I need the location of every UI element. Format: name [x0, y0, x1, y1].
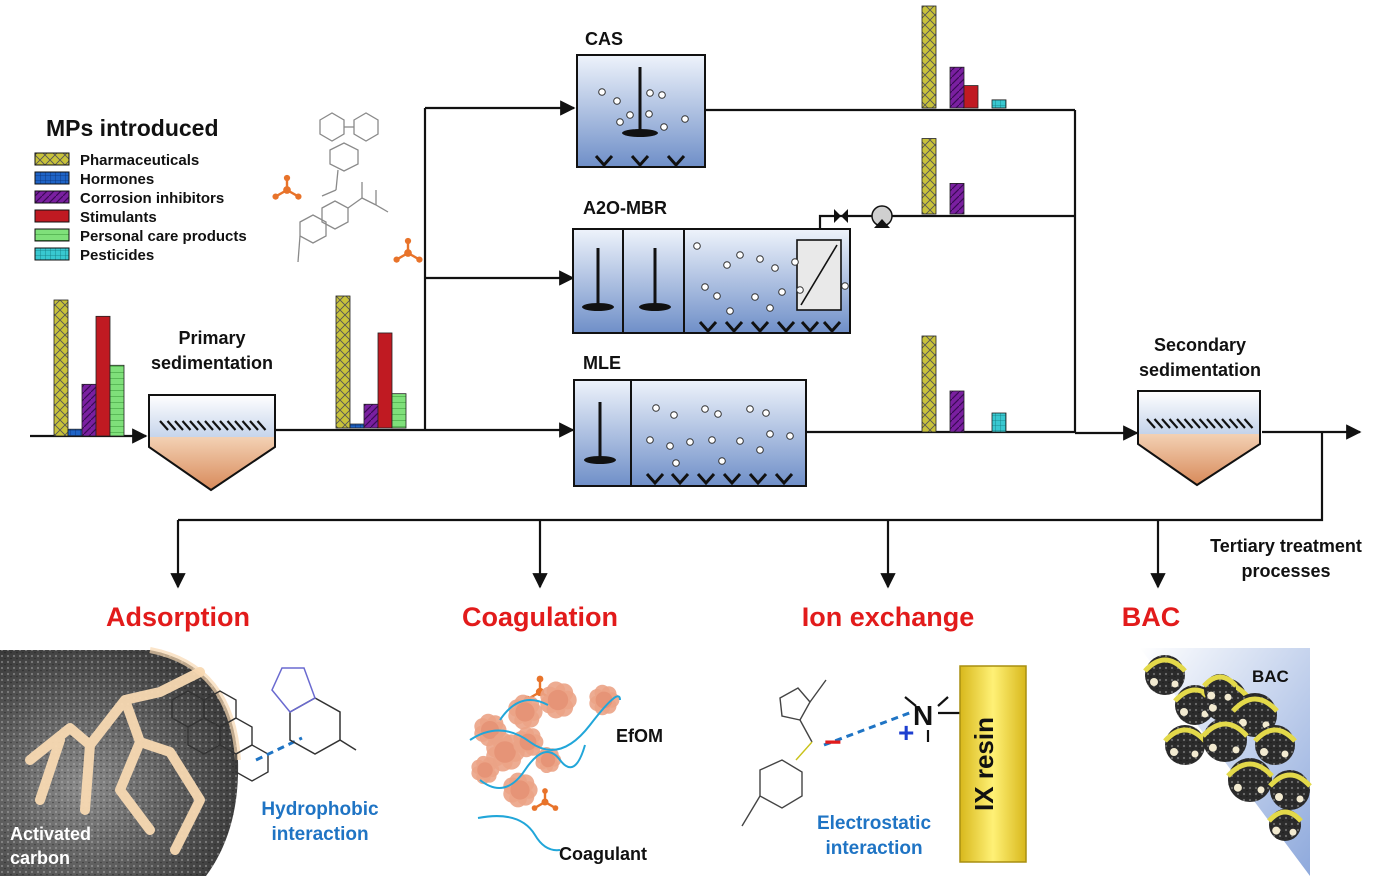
primary-sedimentation-tank [148, 394, 276, 492]
bar-mle-effluent-corrosion [949, 390, 965, 433]
bar-mle-effluent-pesticide [991, 412, 1007, 433]
micropollutant-icon [393, 237, 423, 263]
bar-chart-after-primary [335, 295, 407, 429]
bar-after-primary-hormone [349, 423, 365, 429]
bar-after-primary-stimulant [377, 332, 393, 429]
electrostatic-bond-line [823, 710, 913, 747]
activated-carbon-label-1: Activated [10, 824, 91, 844]
bar-influent-pharma [53, 299, 69, 437]
bar-chart-influent [53, 299, 125, 437]
secondary-label-1: Secondary [1154, 335, 1246, 355]
ion-exchange-title: Ion exchange [802, 602, 975, 632]
bac-granules [1143, 655, 1312, 841]
legend: MPs introduced PharmaceuticalsHormonesCo… [34, 115, 247, 264]
bar-cas-effluent-stimulant [963, 85, 979, 109]
bar-chart-mle-effluent [921, 335, 1007, 433]
secondary-sedimentation-tank [1137, 390, 1261, 487]
primary-label-2: sedimentation [151, 353, 273, 373]
coagulant-label: Coagulant [559, 844, 647, 864]
coagulant-strands [469, 695, 621, 852]
tertiary-label-1: Tertiary treatment [1210, 536, 1362, 556]
legend-swatch-corrosion [34, 190, 70, 204]
legend-swatch-hormone [34, 171, 70, 185]
bar-cas-effluent-corrosion [949, 66, 965, 109]
concentration-bar-charts [53, 5, 1007, 437]
secondary-label-2: sedimentation [1139, 360, 1261, 380]
bar-chart-cas-effluent [921, 5, 1007, 109]
hydrophobic-label-2: interaction [271, 824, 368, 845]
bar-cas-effluent-pesticide [991, 99, 1007, 109]
benzotriazole-molecule [271, 667, 357, 755]
legend-swatch-stimulant [34, 209, 70, 223]
ix-resin-bead [959, 665, 1027, 863]
minus-charge: − [824, 726, 842, 759]
plus-charge: + [898, 717, 914, 748]
legend-title: MPs introduced [46, 115, 219, 141]
a2o-mbr-tank [572, 228, 851, 334]
micropollutant-molecule-drawing [297, 112, 389, 263]
efom-label: EfOM [616, 726, 663, 746]
valve-icon [834, 209, 848, 223]
bar-chart-a2o-effluent [921, 138, 965, 215]
legend-label-pesticide: Pesticides [80, 247, 154, 264]
flow-lines [30, 100, 1362, 589]
legend-label-pharma: Pharmaceuticals [80, 152, 199, 169]
bac-panel-label: BAC [1252, 667, 1289, 686]
bar-influent-pcp [109, 364, 125, 437]
cas-label: CAS [585, 29, 623, 49]
hydrophobic-bond-line [255, 736, 303, 762]
sulfamethoxazole-molecule [741, 679, 827, 827]
amine-arms [904, 696, 960, 742]
micropollutant-icon [531, 788, 559, 811]
legend-label-corrosion: Corrosion inhibitors [80, 190, 224, 207]
bar-after-primary-pcp [391, 393, 407, 429]
coagulation-title: Coagulation [462, 602, 618, 632]
electrostatic-label-2: interaction [825, 838, 922, 859]
bar-influent-stimulant [95, 315, 111, 437]
bar-after-primary-pharma [335, 295, 351, 429]
quaternary-nitrogen: N [913, 700, 933, 731]
ix-resin-label: IX resin [969, 717, 999, 811]
efom-flocs [471, 681, 620, 808]
legend-swatch-pesticide [34, 247, 70, 261]
legend-swatch-pcp [34, 228, 70, 242]
primary-label-1: Primary [178, 328, 245, 348]
hydrophobic-label-1: Hydrophobic [261, 799, 379, 820]
legend-swatch-pharma [34, 152, 70, 166]
pump-icon [871, 205, 893, 228]
a2o-label: A2O-MBR [583, 198, 667, 218]
mle-label: MLE [583, 353, 621, 373]
legend-label-pcp: Personal care products [80, 228, 247, 245]
bar-after-primary-corrosion [363, 403, 379, 429]
tertiary-label-2: processes [1241, 561, 1330, 581]
bar-influent-hormone [67, 428, 83, 437]
legend-label-hormone: Hormones [80, 171, 154, 188]
bar-mle-effluent-pharma [921, 335, 937, 433]
bar-cas-effluent-pharma [921, 5, 937, 109]
cas-tank [576, 54, 706, 168]
activated-carbon-label-2: carbon [10, 848, 70, 868]
tertiary-distribution-line [178, 432, 1324, 522]
bar-a2o-effluent-corrosion [949, 182, 965, 215]
activated-carbon-particle [0, 647, 241, 876]
aromatic-sorbate-molecule [171, 690, 269, 782]
a2o-permeate-line [818, 214, 1075, 240]
legend-label-stimulant: Stimulants [80, 209, 157, 226]
mle-tank [573, 379, 807, 487]
bar-influent-corrosion [81, 383, 97, 437]
electrostatic-label-1: Electrostatic [817, 813, 931, 834]
adsorption-title: Adsorption [106, 602, 250, 632]
bar-a2o-effluent-pharma [921, 138, 937, 215]
bac-title: BAC [1122, 602, 1181, 632]
micropollutant-icon [272, 174, 302, 200]
